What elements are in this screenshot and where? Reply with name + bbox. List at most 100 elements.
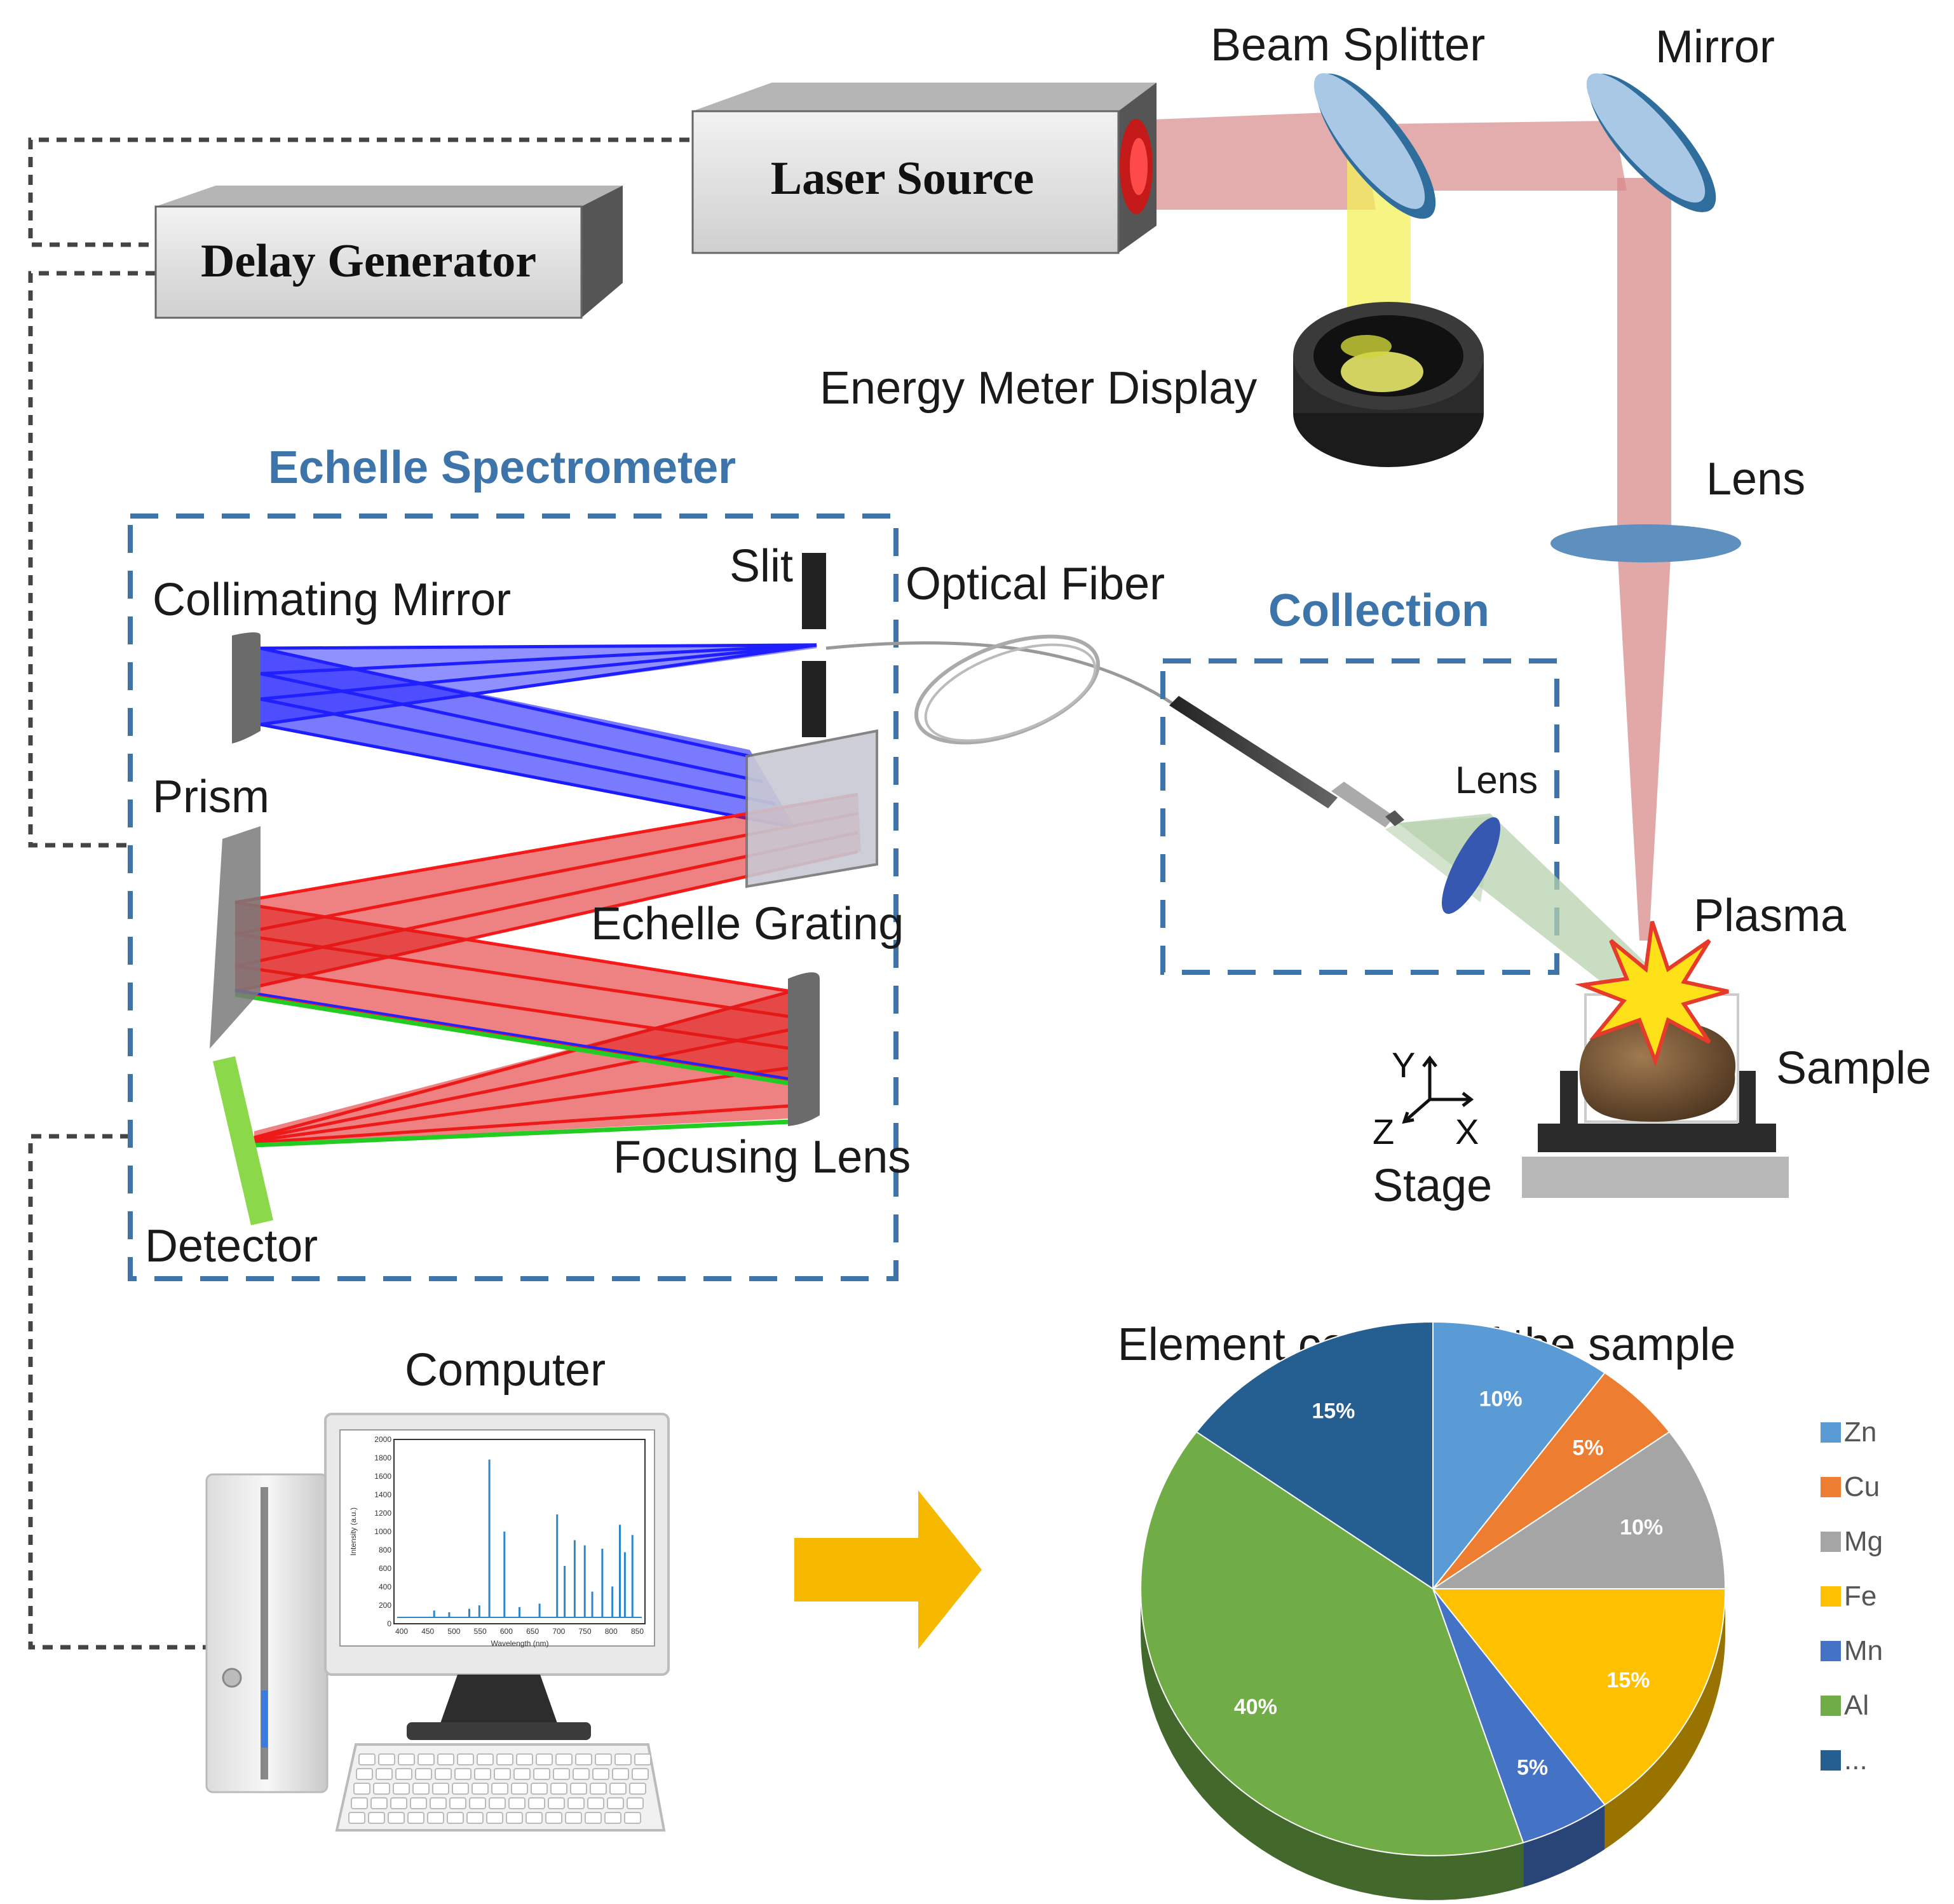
detector	[213, 1056, 273, 1225]
monitor-y-tick: 1400	[374, 1490, 391, 1499]
monitor-x-tick: 800	[605, 1627, 618, 1636]
keyboard-key	[435, 1768, 452, 1780]
keyboard-key	[528, 1797, 545, 1809]
keyboard-key	[474, 1768, 491, 1780]
legend-label: Cu	[1844, 1471, 1880, 1502]
focusing-lens-mirror	[788, 972, 820, 1126]
keyboard-key	[533, 1768, 550, 1780]
energy-meter-label: Energy Meter Display	[820, 363, 1257, 414]
prism-label: Prism	[153, 772, 269, 822]
legend-swatch	[1821, 1696, 1841, 1716]
legend-swatch	[1821, 1422, 1841, 1443]
keyboard-key	[395, 1768, 412, 1780]
pie-value-label: 5%	[1517, 1756, 1548, 1780]
keyboard-key	[587, 1797, 604, 1809]
legend-swatch	[1821, 1532, 1841, 1552]
keyboard-key	[388, 1812, 405, 1824]
monitor-x-tick: 600	[500, 1627, 513, 1636]
keyboard-key	[506, 1812, 523, 1824]
echelle-spectrometer-frame	[128, 513, 899, 1281]
keyboard-key	[536, 1753, 553, 1765]
keyboard-key	[356, 1768, 373, 1780]
keyboard-key	[607, 1797, 624, 1809]
collection-frame	[1160, 658, 1559, 975]
keyboard-key	[567, 1797, 585, 1809]
collection-title: Collection	[1268, 585, 1489, 636]
keyboard	[335, 1743, 666, 1832]
keyboard-key	[614, 1753, 632, 1765]
monitor-x-tick: 700	[552, 1627, 565, 1636]
laser-source-box: Laser Source	[691, 83, 1157, 254]
legend-label: ...	[1844, 1744, 1868, 1776]
keyboard-key	[585, 1812, 602, 1824]
detector-label: Detector	[145, 1221, 318, 1272]
stage-label: Stage	[1373, 1160, 1492, 1211]
keyboard-key	[390, 1797, 407, 1809]
axis-y-label: Y	[1392, 1045, 1415, 1085]
keyboard-key	[447, 1812, 464, 1824]
slit-lower	[802, 661, 826, 737]
pie-value-label: 15%	[1312, 1399, 1355, 1423]
legend-swatch	[1821, 1477, 1841, 1497]
keyboard-key	[398, 1753, 415, 1765]
keyboard-key	[516, 1753, 533, 1765]
keyboard-key	[531, 1783, 548, 1795]
power-button-icon	[222, 1668, 242, 1688]
monitor-y-tick: 1600	[374, 1472, 391, 1481]
echelle-spectrometer-title: Echelle Spectrometer	[268, 442, 736, 493]
energy-meter	[1293, 302, 1484, 467]
monitor-y-tick: 200	[379, 1601, 391, 1610]
monitor-x-tick: 750	[579, 1627, 592, 1636]
keyboard-key	[370, 1797, 388, 1809]
pie-chart-depth	[1141, 1589, 1725, 1900]
keyboard-key	[407, 1812, 424, 1824]
keyboard-key	[432, 1783, 449, 1795]
keyboard-key	[454, 1768, 472, 1780]
monitor-x-tick: 500	[447, 1627, 460, 1636]
plasma-burst-icon	[1575, 921, 1729, 1068]
pie-value-label: 5%	[1572, 1436, 1603, 1460]
pie-slice-Cu	[1432, 1371, 1671, 1589]
beam-splitter-label: Beam Splitter	[1211, 20, 1485, 71]
keyboard-key	[545, 1812, 562, 1824]
plasma-label: Plasma	[1693, 890, 1847, 941]
pie-value-label: 10%	[1479, 1387, 1523, 1411]
mirror-top	[1586, 73, 1716, 212]
pie-slice-Mn	[1432, 1588, 1606, 1844]
laser-source-label: Laser Source	[771, 153, 1035, 205]
keyboard-key	[358, 1753, 376, 1765]
monitor-x-tick: 450	[421, 1627, 434, 1636]
legend-swatch	[1821, 1750, 1841, 1771]
monitor-ylabel: Intensity (a.u.)	[349, 1507, 358, 1556]
monitor-y-tick: 1000	[374, 1527, 391, 1536]
keyboard-key	[494, 1768, 511, 1780]
collimating-mirror-label: Collimating Mirror	[153, 575, 511, 625]
slit-upper	[802, 553, 826, 629]
delay-generator-box: Delay Generator	[154, 186, 623, 319]
keyboard-key	[629, 1783, 646, 1795]
beam-splitter	[1313, 73, 1436, 219]
keyboard-key	[491, 1783, 508, 1795]
monitor-y-tick: 0	[387, 1619, 391, 1628]
keyboard-key	[590, 1783, 607, 1795]
legend-swatch	[1821, 1586, 1841, 1607]
keyboard-key	[526, 1812, 543, 1824]
echelle-grating-label: Echelle Grating	[591, 899, 904, 949]
collimating-mirror	[232, 632, 261, 744]
monitor-y-tick: 600	[379, 1564, 391, 1573]
keyboard-key	[555, 1753, 573, 1765]
keyboard-key	[353, 1783, 370, 1795]
laser-beam	[1153, 111, 1671, 941]
pie-value-labels: 10%5%10%15%5%40%15%	[1234, 1387, 1663, 1779]
keyboard-key	[430, 1797, 447, 1809]
keyboard-key	[373, 1783, 390, 1795]
pie-legend: ZnCuMgFeMnAl...	[1821, 1417, 1883, 1776]
pie-slice-Fe	[1431, 1588, 1727, 1806]
fiber-probe	[1169, 696, 1404, 827]
legend-label: Mn	[1844, 1635, 1883, 1666]
pie-slice-	[1195, 1321, 1434, 1590]
monitor-x-tick: 400	[395, 1627, 408, 1636]
slit-label: Slit	[729, 541, 793, 592]
